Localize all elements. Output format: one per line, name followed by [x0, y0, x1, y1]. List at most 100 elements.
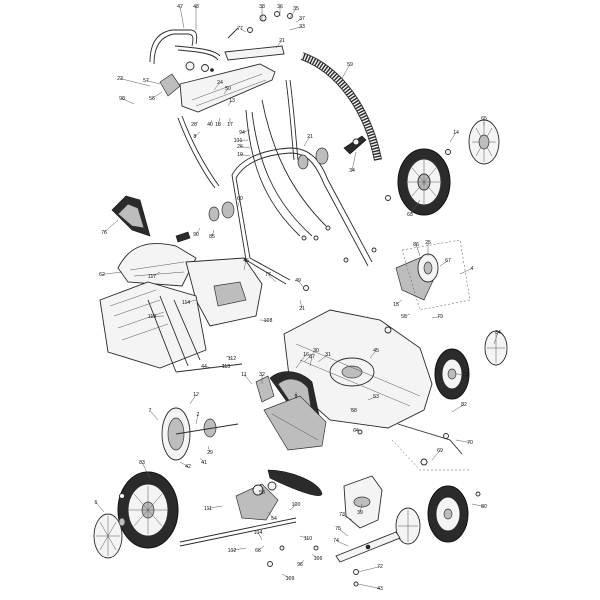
- rear-flap: [111, 195, 151, 237]
- leader-line: [409, 199, 421, 215]
- part-callout-46: 46: [243, 258, 249, 264]
- leader-line: [221, 363, 227, 367]
- hubcap-right-front: [484, 330, 508, 366]
- leader-line: [341, 514, 353, 521]
- leader-line: [95, 502, 105, 513]
- leader-line: [257, 532, 263, 541]
- part-callout-55: 55: [401, 314, 407, 320]
- leader-line: [297, 280, 305, 289]
- part-callout-8: 8: [194, 134, 197, 140]
- part-callout-109: 109: [286, 576, 295, 582]
- leader-line: [349, 407, 355, 411]
- leader-line: [351, 151, 357, 171]
- part-callout-106: 106: [314, 556, 323, 562]
- upper-handle-bar: [149, 29, 221, 65]
- leader-line: [151, 315, 165, 317]
- leader-line: [259, 319, 269, 321]
- rear-wheel-right: [397, 148, 451, 216]
- leader-line: [367, 396, 377, 401]
- leader-line: [243, 374, 253, 385]
- part-callout-38: 38: [259, 4, 265, 10]
- part-callout-19: 19: [237, 152, 243, 158]
- leader-line: [471, 503, 485, 507]
- leader-line: [451, 404, 465, 413]
- leader-line: [239, 154, 251, 157]
- part-callout-70: 70: [467, 440, 473, 446]
- part-callout-48: 48: [193, 4, 199, 10]
- part-callout-30: 30: [313, 348, 319, 354]
- part-callout-90: 90: [193, 232, 199, 238]
- part-callout-98: 98: [119, 96, 125, 102]
- part-callout-67: 67: [445, 258, 451, 264]
- part-callout-59: 59: [347, 62, 353, 68]
- leader-line: [243, 260, 247, 271]
- part-callout-4: 4: [471, 266, 474, 272]
- part-callout-65: 65: [481, 116, 487, 122]
- part-callout-50: 50: [225, 86, 231, 92]
- leader-line: [449, 132, 457, 143]
- part-callout-2: 2: [197, 412, 200, 418]
- part-callout-23: 23: [117, 76, 123, 82]
- leader-line: [103, 219, 119, 233]
- leader-line: [459, 268, 473, 275]
- part-callout-101: 101: [234, 138, 243, 144]
- front-wheel-right: [434, 348, 470, 400]
- part-callout-104: 104: [254, 530, 263, 536]
- part-callout-53: 53: [373, 394, 379, 400]
- mower-deck: [283, 309, 433, 429]
- leader-line: [267, 274, 277, 283]
- leader-line: [395, 299, 403, 305]
- leader-line: [311, 553, 319, 559]
- leader-line: [209, 119, 213, 125]
- leader-line: [317, 354, 329, 363]
- part-callout-112: 112: [228, 356, 236, 362]
- part-callout-94: 94: [239, 130, 245, 136]
- grass-catcher-frame: [185, 257, 263, 327]
- leader-line: [455, 373, 467, 375]
- part-callout-56: 56: [149, 96, 155, 102]
- part-callout-86: 86: [413, 242, 419, 248]
- part-callout-47: 47: [177, 4, 183, 10]
- part-callout-37: 37: [299, 16, 305, 22]
- part-callout-13: 13: [229, 98, 235, 104]
- part-callout-119: 119: [148, 314, 156, 320]
- part-callout-80: 80: [481, 504, 487, 510]
- grass-catcher-bag: [99, 281, 243, 373]
- rear-wheel-left: [117, 471, 179, 549]
- part-callout-113: 113: [222, 364, 230, 370]
- part-callout-12: 12: [193, 392, 199, 398]
- leader-line: [309, 356, 313, 367]
- part-callout-87: 87: [309, 354, 315, 360]
- part-callout-40: 40: [207, 122, 213, 128]
- hubcap-left-rear: [93, 513, 126, 559]
- part-callout-96: 96: [297, 562, 303, 568]
- part-callout-108: 108: [264, 318, 273, 324]
- part-callout-17: 17: [227, 122, 233, 128]
- leader-line: [189, 394, 197, 405]
- part-callout-7: 7: [149, 408, 152, 414]
- leader-line: [275, 40, 283, 49]
- part-callout-34: 34: [349, 168, 355, 174]
- part-callout-21: 21: [299, 306, 305, 312]
- leader-line: [241, 129, 251, 133]
- leader-line: [289, 504, 297, 511]
- leader-line: [207, 445, 211, 453]
- leader-line: [303, 350, 317, 363]
- front-wheel-left: [427, 485, 469, 543]
- leader-line: [239, 146, 251, 149]
- part-callout-75: 75: [335, 526, 341, 532]
- part-callout-20: 20: [191, 122, 197, 128]
- leader-line: [359, 503, 363, 513]
- leader-line: [295, 18, 303, 23]
- cutting-blade: [335, 531, 401, 563]
- part-callout-83: 83: [139, 460, 145, 466]
- leader-line: [179, 461, 189, 467]
- part-callout-73: 73: [339, 512, 345, 518]
- leader-line: [299, 535, 309, 539]
- hubcap-left-front: [395, 507, 421, 545]
- handle-left-bracket: [159, 61, 214, 97]
- leader-line: [357, 583, 381, 589]
- part-callout-111: 111: [204, 506, 212, 512]
- leader-line: [431, 316, 441, 319]
